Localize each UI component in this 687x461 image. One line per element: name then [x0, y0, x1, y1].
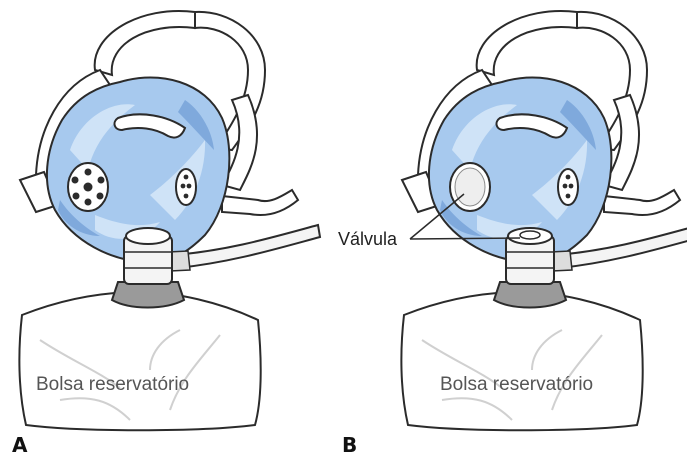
one-way-valve-disc-icon	[450, 163, 490, 211]
connector-valve-top	[508, 228, 552, 244]
mask-illustration-a	[19, 11, 320, 430]
bag-label-a: Bolsa reservatório	[36, 374, 189, 395]
panel-a: Bolsa reservatório A	[12, 11, 320, 457]
connector-open-top	[126, 228, 170, 244]
valve-callout-label: Válvula	[338, 229, 398, 249]
panel-letter-b: B	[342, 433, 357, 457]
panel-letter-a: A	[12, 433, 28, 457]
mask-illustration-b	[401, 11, 687, 430]
bag-label-b: Bolsa reservatório	[440, 374, 593, 395]
multi-hole-exhalation-port-icon	[68, 163, 108, 211]
